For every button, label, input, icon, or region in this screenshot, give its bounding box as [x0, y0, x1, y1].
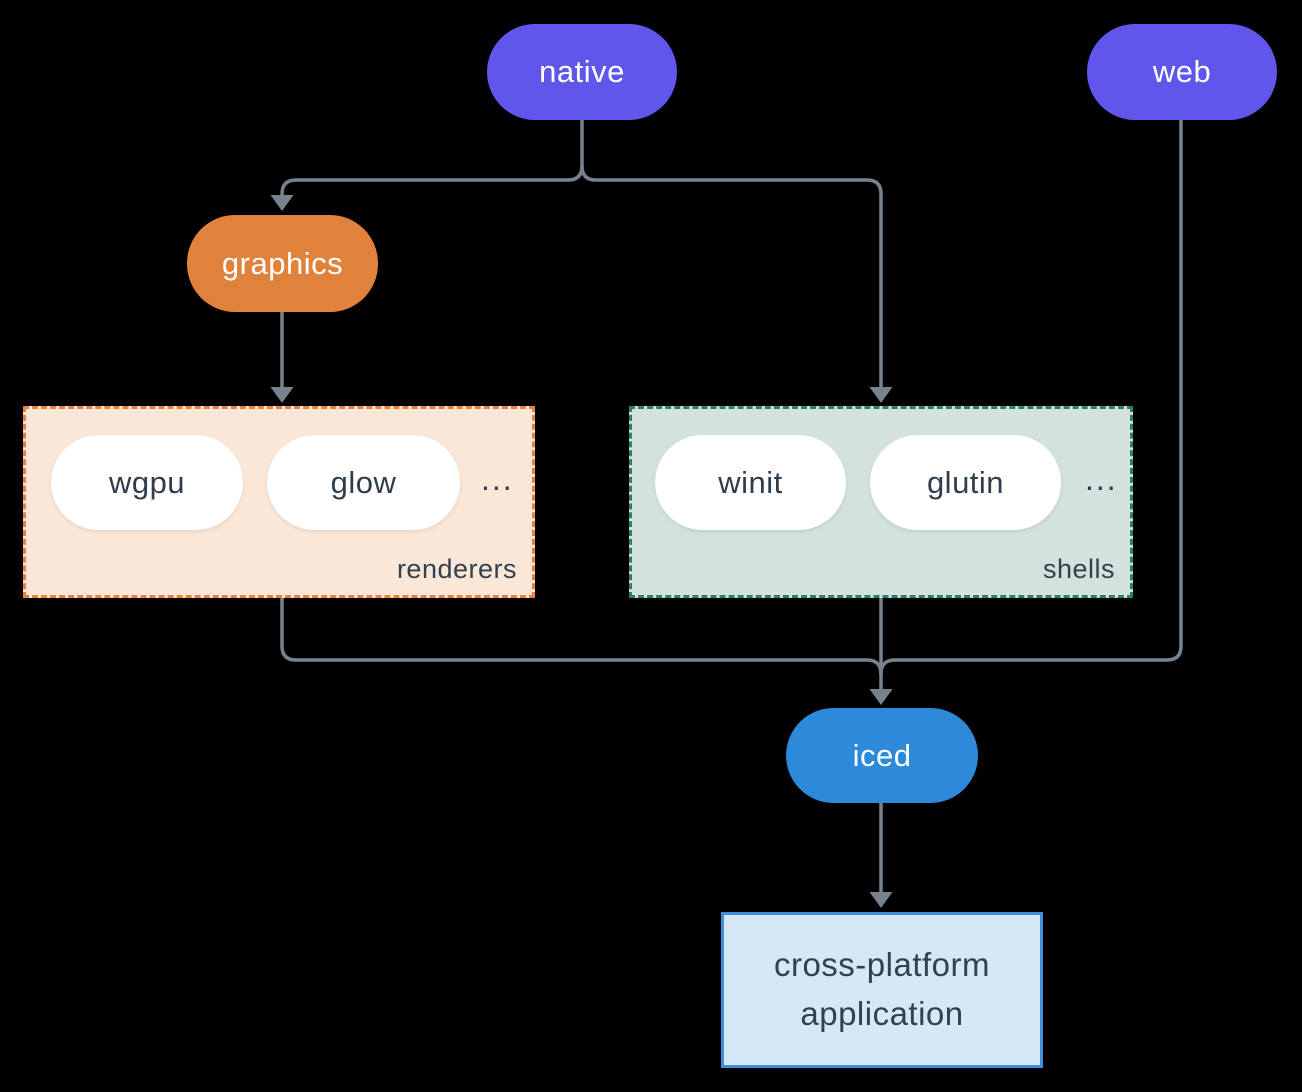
node-wgpu-label: wgpu — [108, 464, 186, 500]
arrowhead-iced — [869, 689, 893, 705]
group-renderers: wgpu glow ... renderers — [23, 406, 535, 598]
group-renderers-label: renderers — [396, 554, 517, 584]
group-shells: winit glutin ... shells — [629, 406, 1133, 598]
node-glow: glow — [267, 435, 460, 530]
arrowhead-application — [869, 892, 893, 908]
edge-native-shells — [580, 165, 883, 389]
node-winit: winit — [655, 435, 846, 530]
node-web-label: web — [1152, 54, 1212, 89]
node-iced-label: iced — [852, 737, 912, 773]
node-application: cross-platform application — [721, 912, 1043, 1068]
node-glutin: glutin — [870, 435, 1061, 530]
node-glow-label: glow — [330, 464, 397, 500]
shells-ellipsis: ... — [1085, 461, 1118, 497]
node-iced: iced — [786, 708, 978, 803]
node-web: web — [1087, 24, 1277, 120]
node-native: native — [487, 24, 677, 120]
node-native-label: native — [539, 54, 625, 89]
node-wgpu: wgpu — [51, 435, 243, 530]
node-application-label-line2: application — [800, 995, 964, 1032]
node-winit-label: winit — [718, 464, 783, 500]
renderers-ellipsis: ... — [481, 461, 514, 497]
arrowhead-renderers — [270, 387, 294, 403]
edge-renderers-iced — [280, 598, 883, 675]
edge-native-graphics — [280, 120, 584, 197]
arrowhead-shells — [869, 387, 893, 403]
node-graphics-label: graphics — [221, 245, 344, 281]
node-glutin-label: glutin — [926, 464, 1005, 500]
node-graphics: graphics — [187, 215, 378, 312]
arrowhead-graphics — [270, 195, 294, 211]
group-shells-label: shells — [1042, 554, 1115, 584]
node-application-label-line1: cross-platform — [773, 946, 991, 984]
